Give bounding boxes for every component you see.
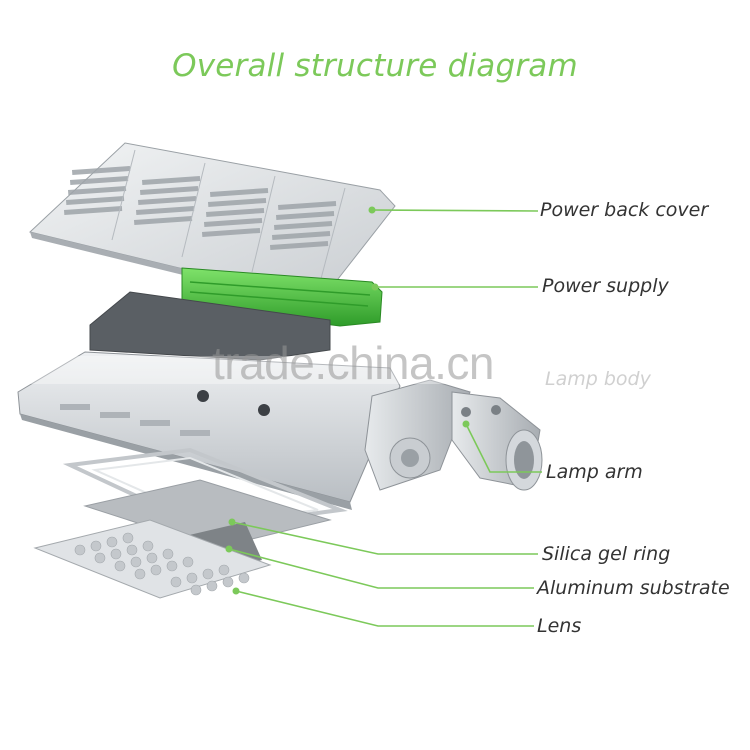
- diagram-title: Overall structure diagram: [172, 48, 578, 84]
- leader-aluminum-substrate: [228, 548, 534, 589]
- label-lens: Lens: [537, 615, 582, 637]
- lens-part: [33, 519, 272, 599]
- leader-lens: [235, 590, 534, 627]
- label-power-back-cover: Power back cover: [540, 199, 709, 221]
- lamp-body-part: [17, 291, 401, 510]
- label-aluminum-substrate: Aluminum substrate: [537, 577, 730, 599]
- leader-lamp-arm: [465, 423, 542, 473]
- label-lamp-body: Lamp body: [545, 368, 651, 390]
- leader-power-back-cover: [371, 209, 539, 212]
- label-power-supply: Power supply: [542, 275, 669, 297]
- watermark-text: trade.china.cn: [212, 337, 494, 389]
- leader-dots: [225, 206, 470, 595]
- label-silica-gel-ring: Silica gel ring: [542, 543, 671, 565]
- leader-lines: [228, 209, 542, 627]
- watermark-band: [0, 356, 658, 384]
- leader-silica-gel-ring: [231, 521, 538, 555]
- lamp-arm-part: [364, 379, 543, 491]
- label-lamp-arm: Lamp arm: [546, 461, 643, 483]
